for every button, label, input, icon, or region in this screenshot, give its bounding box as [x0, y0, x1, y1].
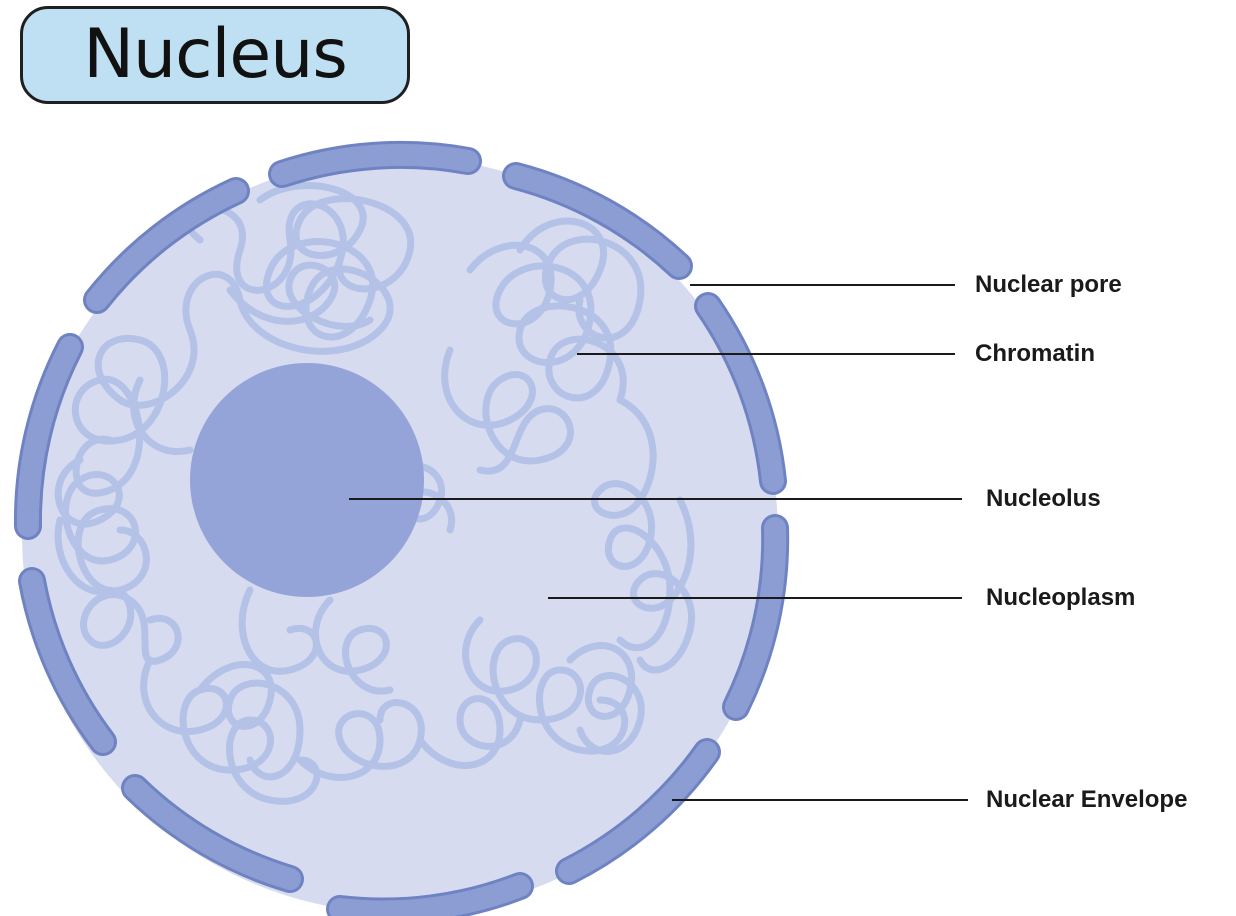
- label-nucleolus: Nucleolus: [986, 487, 1101, 511]
- label-nuclear-pore: Nuclear pore: [975, 273, 1122, 297]
- label-nucleoplasm: Nucleoplasm: [986, 586, 1135, 610]
- label-chromatin: Chromatin: [975, 342, 1095, 366]
- nucleolus: [190, 363, 424, 597]
- label-nuclear-envelope: Nuclear Envelope: [986, 788, 1187, 812]
